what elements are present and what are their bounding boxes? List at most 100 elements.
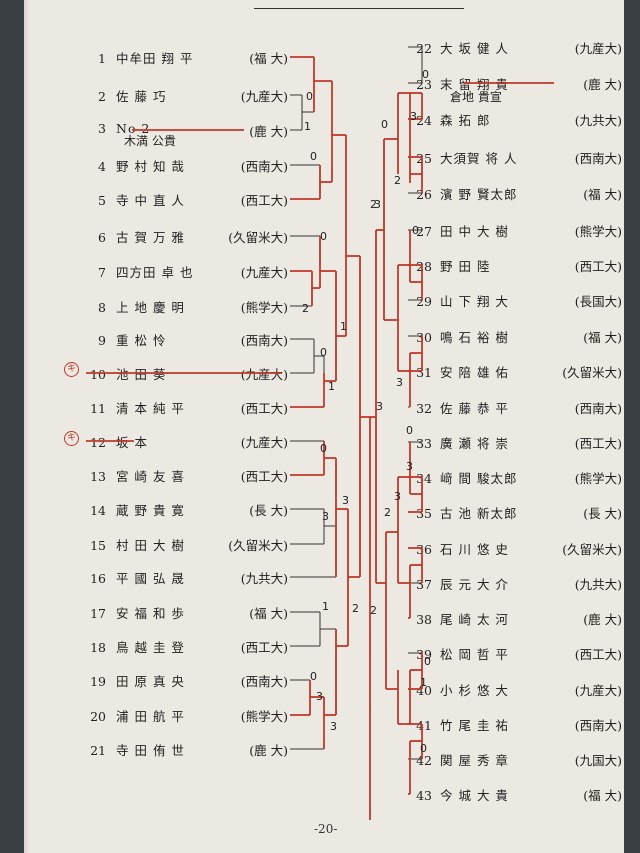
entry-number: 2 xyxy=(98,89,106,104)
entry-name: 大須賀 将 人 xyxy=(440,151,518,166)
entry-affiliation: (九産大) xyxy=(574,41,622,56)
entry-affiliation: (西工大) xyxy=(574,647,622,662)
score-r1: 0 xyxy=(422,68,429,81)
entry-affiliation: (熊学大) xyxy=(574,471,622,486)
score-r7: 3 xyxy=(396,376,403,389)
score-r6: 0 xyxy=(412,224,419,237)
entry-affiliation: (鹿 大) xyxy=(249,743,288,758)
entry-affiliation: (福 大) xyxy=(249,51,288,66)
entry-affiliation: (福 大) xyxy=(249,606,288,621)
entry-number: 25 xyxy=(416,151,432,166)
entry-number: 11 xyxy=(90,401,106,416)
circle-mark-12: キ xyxy=(64,431,79,446)
score-r10: 2 xyxy=(384,506,391,519)
score-s12: 1 xyxy=(322,600,329,613)
score-s11: 3 xyxy=(322,510,329,523)
entry-number: 1 xyxy=(98,51,106,66)
page-number: -20- xyxy=(314,822,338,836)
entry-affiliation: (西工大) xyxy=(240,193,288,208)
entry-name: 宮 崎 友 喜 xyxy=(116,469,185,484)
entry-number: 39 xyxy=(416,647,432,662)
entry-number: 31 xyxy=(416,365,432,380)
score-r8: 0 xyxy=(406,424,413,437)
entry-name: 石 川 悠 史 xyxy=(440,542,509,557)
entry-affiliation: (九産大) xyxy=(240,367,288,382)
entry-name: 鳴 石 裕 樹 xyxy=(440,330,509,345)
score-s14: 3 xyxy=(316,690,323,703)
entry-name: 野 村 知 哉 xyxy=(116,159,185,174)
entry-number: 34 xyxy=(416,471,432,486)
entry-affiliation: (九共大) xyxy=(240,571,288,586)
circle-mark-10: キ xyxy=(64,362,79,377)
entry-affiliation: (熊学大) xyxy=(240,300,288,315)
entry-number: 43 xyxy=(416,788,432,803)
score-r3: 0 xyxy=(381,118,388,131)
score-r4: 2 xyxy=(394,174,401,187)
right-entry-25: 25 大須賀 将 人 (西南大) xyxy=(412,148,622,168)
entry-affiliation: (西南大) xyxy=(574,401,622,416)
score-r12: 2 xyxy=(370,604,377,617)
entry-number: 5 xyxy=(98,193,106,208)
entry-number: 20 xyxy=(90,709,106,724)
score-s10: 3 xyxy=(342,494,349,507)
left-entry-5: 5 寺 中 直 人 (西工大) xyxy=(88,190,288,210)
entry-number: 41 xyxy=(416,718,432,733)
score-s4: 0 xyxy=(320,230,327,243)
entry-number: 9 xyxy=(98,333,106,348)
entry-affiliation: (西南大) xyxy=(240,674,288,689)
entry-number: 33 xyxy=(416,436,432,451)
entry-number: 26 xyxy=(416,187,432,202)
handwritten-note-3: 木満 公貴 xyxy=(124,134,176,148)
entry-affiliation: (九産大) xyxy=(240,435,288,450)
entry-number: 32 xyxy=(416,401,432,416)
entry-number: 27 xyxy=(416,224,432,239)
entry-name: 寺 中 直 人 xyxy=(116,193,185,208)
entry-affiliation: (西南大) xyxy=(240,333,288,348)
entry-affiliation: (福 大) xyxy=(583,330,622,345)
entry-name: 山 下 翔 大 xyxy=(440,294,509,309)
score-s17: 3 xyxy=(376,400,383,413)
entry-affiliation: (熊学大) xyxy=(240,709,288,724)
entry-name: 安 福 和 歩 xyxy=(116,606,185,621)
entry-name: 寺 田 侑 世 xyxy=(116,743,185,758)
entry-name: 廣 瀬 将 崇 xyxy=(440,436,509,451)
score-s9: 0 xyxy=(320,442,327,455)
entry-number: 40 xyxy=(416,683,432,698)
entry-name: 佐 藤 恭 平 xyxy=(440,401,509,416)
entry-name: 中牟田 翔 平 xyxy=(116,51,194,66)
entry-number: 16 xyxy=(90,571,106,586)
entry-number: 42 xyxy=(416,753,432,768)
entry-affiliation: (西南大) xyxy=(574,151,622,166)
entry-name: 蔵 野 貴 寛 xyxy=(116,503,185,518)
entry-name: 田 原 真 央 xyxy=(116,674,185,689)
entry-affiliation: (九産大) xyxy=(240,265,288,280)
entry-number: 29 xyxy=(416,294,432,309)
entry-number: 3 xyxy=(98,121,106,136)
entry-number: 15 xyxy=(90,538,106,553)
score-s16: 3 xyxy=(330,720,337,733)
score-s8: 1 xyxy=(328,380,335,393)
entry-affiliation: (熊学大) xyxy=(574,224,622,239)
entry-affiliation: (西南大) xyxy=(574,718,622,733)
entry-name: 尾 崎 太 河 xyxy=(440,612,509,627)
entry-number: 22 xyxy=(416,41,432,56)
entry-name: 浦 田 航 平 xyxy=(116,709,185,724)
entry-name: 四方田 卓 也 xyxy=(116,265,194,280)
entry-affiliation: (九産大) xyxy=(240,89,288,104)
entry-number: 17 xyxy=(90,606,106,621)
entry-number: 35 xyxy=(416,506,432,521)
